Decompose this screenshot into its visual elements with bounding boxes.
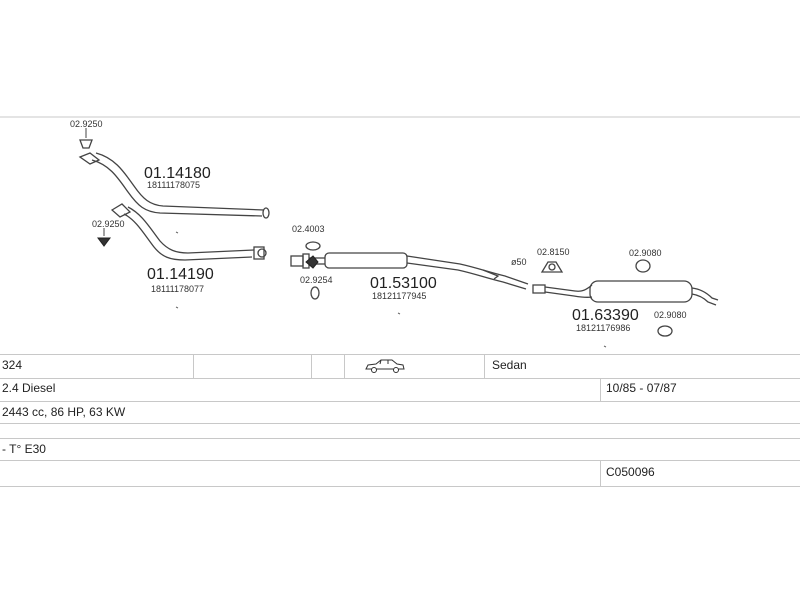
exhaust-system-diagram: 02.9250 01.14180 18111178075 02.9250 01.… bbox=[0, 116, 800, 348]
fitting-label-f3: 02.4003 bbox=[292, 224, 325, 234]
table-row-divider bbox=[0, 460, 800, 461]
part-number-p1: 01.14180 bbox=[144, 165, 211, 182]
fitting-hanger-2-8150[interactable] bbox=[540, 261, 564, 273]
vehicle-body: Sedan bbox=[492, 358, 527, 372]
part-number-p2: 01.14190 bbox=[147, 266, 214, 283]
vehicle-period: 10/85 - 07/87 bbox=[606, 381, 677, 395]
fitting-label-f4: 02.9254 bbox=[300, 275, 333, 285]
table-col-divider bbox=[344, 354, 345, 378]
fitting-gasket-1[interactable] bbox=[79, 128, 93, 149]
oem-number-p1: 18111178075 bbox=[147, 180, 200, 190]
table-col-divider bbox=[600, 460, 601, 486]
table-col-divider bbox=[311, 354, 312, 378]
table-row-divider bbox=[0, 378, 800, 379]
oem-number-p3: 18121177945 bbox=[372, 291, 426, 301]
vehicle-specs: 2443 cc, 86 HP, 63 KW bbox=[2, 405, 126, 419]
fitting-clamp-2-9254[interactable] bbox=[305, 255, 320, 300]
front-pipe-lower[interactable] bbox=[110, 203, 267, 261]
table-row-divider bbox=[0, 438, 800, 439]
table-col-divider bbox=[484, 354, 485, 378]
fitting-label-f2: 02.9250 bbox=[92, 219, 125, 229]
part-number-p3: 01.53100 bbox=[370, 275, 437, 292]
oem-number-p4: 18121176986 bbox=[576, 323, 630, 333]
fitting-label-f7: 02.9080 bbox=[654, 310, 687, 320]
fitting-ring-2-4003[interactable] bbox=[305, 241, 321, 251]
sedan-car-icon bbox=[365, 359, 405, 373]
catalog-code: C050096 bbox=[606, 465, 655, 479]
oem-number-p2: 18111178077 bbox=[151, 284, 204, 294]
fitting-ring-2-9080-bottom[interactable] bbox=[657, 325, 673, 337]
table-row-divider bbox=[0, 423, 800, 424]
fitting-label-f6: 02.9080 bbox=[629, 248, 662, 258]
part-number-p4: 01.63390 bbox=[572, 307, 639, 324]
fitting-ring-2-9080-top[interactable] bbox=[635, 259, 651, 273]
vehicle-type: - T° E30 bbox=[2, 442, 46, 456]
front-pipe-upper[interactable] bbox=[78, 152, 270, 219]
table-row-divider bbox=[0, 354, 800, 355]
vehicle-engine: 2.4 Diesel bbox=[2, 381, 56, 395]
vehicle-model: 324 bbox=[2, 358, 23, 372]
diameter-label: ø50 bbox=[511, 257, 527, 267]
table-row-divider bbox=[0, 401, 800, 402]
fitting-label-f5: 02.8150 bbox=[537, 247, 570, 257]
fitting-gasket-2[interactable] bbox=[97, 228, 111, 247]
table-row-divider bbox=[0, 486, 800, 487]
fitting-label-f1: 02.9250 bbox=[70, 119, 103, 129]
table-col-divider bbox=[193, 354, 194, 378]
table-col-divider bbox=[600, 378, 601, 401]
rear-silencer[interactable] bbox=[532, 280, 719, 306]
